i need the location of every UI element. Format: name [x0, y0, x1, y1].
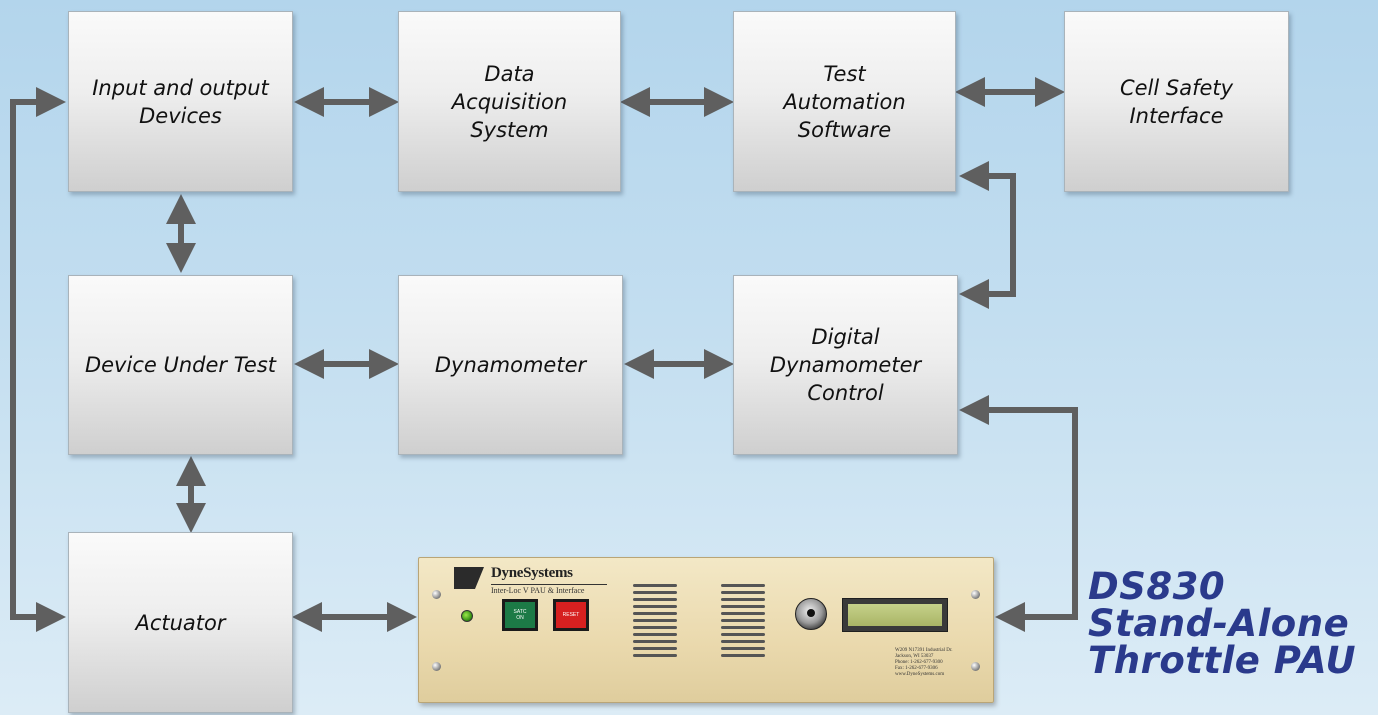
panel-subtitle: Inter-Loc V PAU & Interface [491, 586, 585, 595]
brand-divider [491, 584, 607, 585]
control-knob-icon [795, 598, 827, 630]
device-under-test-box: Device Under Test [68, 275, 293, 455]
arrow-io-actuator-loop [10, 87, 66, 632]
screw-icon [971, 662, 980, 671]
device-under-test-label: Device Under Test [84, 353, 277, 377]
test-automation-box: Test Automation Software [733, 11, 956, 192]
cell-safety-label: Cell Safety Interface [1119, 75, 1234, 128]
test-automation-label: Test Automation Software [783, 61, 906, 142]
lcd-display [842, 598, 948, 632]
reset-button: RESET [553, 599, 589, 631]
actuator-box: Actuator [68, 532, 293, 713]
dynesystems-logo-icon [454, 567, 484, 589]
status-led-icon [461, 610, 473, 622]
screw-icon [432, 590, 441, 599]
io-devices-box: Input and output Devices [68, 11, 293, 192]
screw-icon [971, 590, 980, 599]
actuator-label: Actuator [135, 610, 226, 635]
data-acquisition-box: Data Acquisition System [398, 11, 621, 192]
digital-dyno-control-label: Digital Dynamometer Control [769, 325, 922, 405]
vent-grille-right [721, 584, 765, 657]
reset-label: RESET [562, 612, 580, 618]
cell-safety-box: Cell Safety Interface [1064, 11, 1289, 192]
panel-address: W209 N17391 Industrial Dr. Jackson, WI 5… [895, 648, 953, 677]
arrow-panel-ddc-loop [959, 395, 1078, 632]
dynamometer-label: Dynamometer [434, 353, 587, 377]
io-devices-label: Input and output Devices [92, 75, 269, 128]
satc-on-button: SATC ON [502, 599, 538, 631]
panel-brand: DyneSystems [491, 565, 573, 581]
data-acquisition-label: Data Acquisition System [451, 61, 568, 142]
pau-panel-image: DyneSystems Inter-Loc V PAU & Interface … [418, 557, 994, 703]
screw-icon [432, 662, 441, 671]
vent-grille-left [633, 584, 677, 657]
digital-dyno-control-box: Digital Dynamometer Control [733, 275, 958, 455]
product-title: DS830 Stand-Alone Throttle PAU [1088, 565, 1357, 682]
satc-on-label: SATC ON [513, 609, 527, 621]
dynamometer-box: Dynamometer [398, 275, 623, 455]
arrow-tas-ddc-loop [959, 161, 1016, 309]
